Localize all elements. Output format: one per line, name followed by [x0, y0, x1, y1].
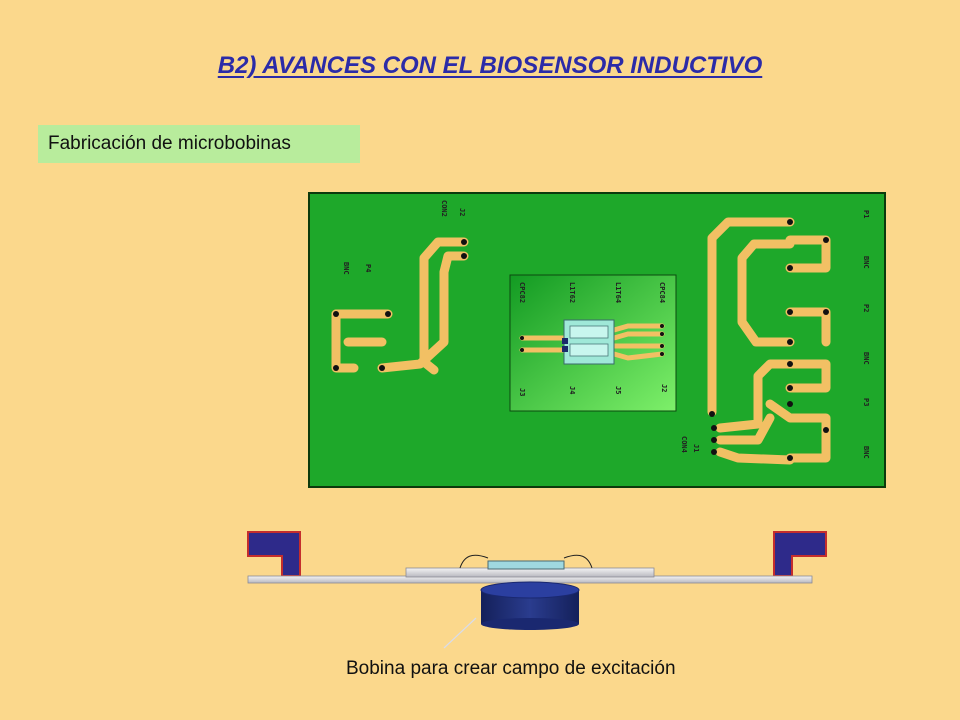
left-pads [333, 239, 467, 371]
label-cpc84: CPC84 [658, 282, 666, 303]
label-p3: P3 [862, 398, 870, 406]
slide-title: B2) AVANCES CON EL BIOSENSOR INDUCTIVO [217, 52, 763, 79]
label-bnc-left: BNC [342, 262, 350, 275]
chip-pads [520, 324, 664, 356]
wire-left [459, 554, 489, 569]
label-j4: J4 [568, 386, 576, 394]
left-magnet [247, 531, 301, 577]
label-bnc-3: BNC [862, 446, 870, 459]
label-j1: J1 [692, 444, 700, 452]
microcoil-sample [487, 560, 565, 570]
label-p4: P4 [364, 264, 372, 272]
subtitle-box: Fabricación de microbobinas [38, 125, 360, 163]
right-magnet [773, 531, 827, 577]
label-l1t64: L1T64 [614, 282, 622, 303]
right-pads [709, 219, 829, 461]
label-con4: CON4 [680, 436, 688, 453]
label-bnc-1: BNC [862, 256, 870, 269]
label-j2-chip: J2 [660, 384, 668, 392]
caption-pointer [443, 617, 477, 649]
label-j2: J2 [458, 208, 466, 216]
subtitle-text: Fabricación de microbobinas [48, 133, 291, 154]
label-j5: J5 [614, 386, 622, 394]
pcb-layout-diagram: J2 CON2 P4 BNC CPC82 L1T62 L1T64 CPC84 J… [308, 192, 886, 488]
left-trace-group [331, 237, 469, 375]
coil-caption: Bobina para crear campo de excitación [346, 658, 676, 679]
chip-traces [519, 323, 665, 361]
excitation-coil [480, 581, 580, 630]
label-l1t62: L1T62 [568, 282, 576, 303]
label-p1: P1 [862, 210, 870, 218]
wire-right [563, 554, 593, 569]
label-j3: J3 [518, 388, 526, 396]
excitation-setup-diagram [247, 531, 827, 649]
label-bnc-2: BNC [862, 352, 870, 365]
label-con2: CON2 [440, 200, 448, 217]
label-p2: P2 [862, 304, 870, 312]
label-cpc82: CPC82 [518, 282, 526, 303]
